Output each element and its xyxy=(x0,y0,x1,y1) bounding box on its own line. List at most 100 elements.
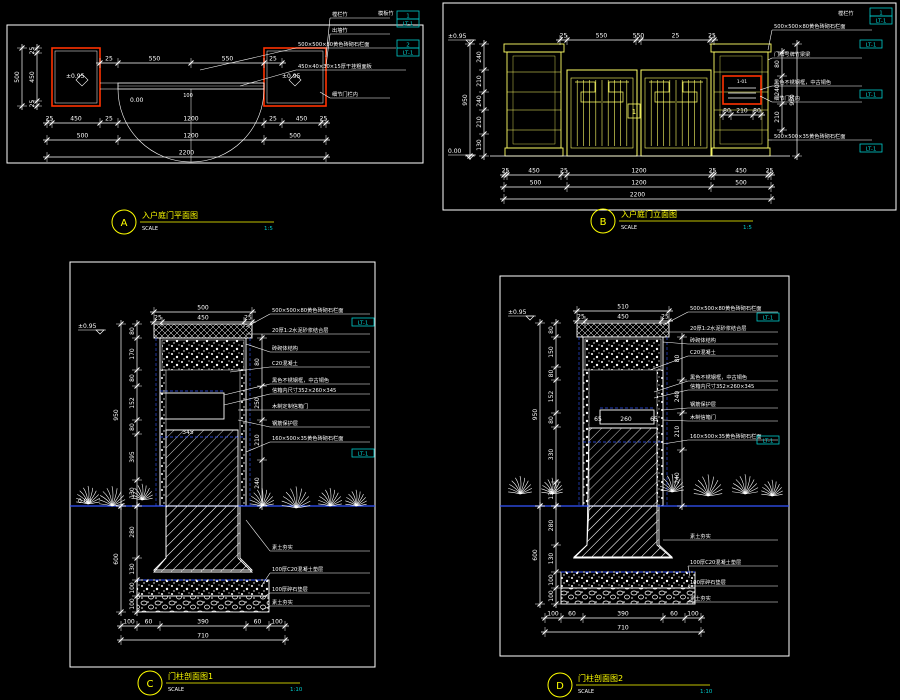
dim-label: 450 xyxy=(197,315,209,322)
scale-label: SCALE xyxy=(578,689,594,695)
shrub-leaf xyxy=(547,479,553,495)
dim-label: 550 xyxy=(596,33,608,40)
dim-label: 100 xyxy=(271,619,283,626)
note-text: 砖砌体结构 xyxy=(272,344,298,352)
scale-label: SCALE xyxy=(621,225,637,231)
dim-label: 25 xyxy=(560,168,568,175)
shrub-leaf xyxy=(707,474,710,497)
shrub xyxy=(660,473,685,493)
dim-label: 80 xyxy=(129,423,136,431)
shrub-leaf xyxy=(519,475,522,495)
shrub-leaf xyxy=(261,489,267,507)
level-label: ±0.95 xyxy=(78,323,97,330)
dim-label: 25 xyxy=(577,314,585,321)
note-text: 钢筋保护层 xyxy=(690,400,716,408)
detail-ref-label: LT-1 xyxy=(763,316,774,322)
leader-line xyxy=(662,439,689,445)
scale-label: SCALE xyxy=(142,226,158,232)
leader-line xyxy=(767,29,773,51)
leader-line xyxy=(687,585,691,589)
shrub xyxy=(131,483,153,501)
shrub xyxy=(318,487,343,507)
shrub-leaf xyxy=(707,480,719,497)
leader-line xyxy=(687,599,691,603)
dim-label: 130 xyxy=(476,139,483,151)
leader-line xyxy=(223,383,271,396)
shrub-leaf xyxy=(767,481,773,497)
detail-ref-label: 1 xyxy=(879,11,883,17)
shrub-leaf xyxy=(733,483,746,495)
dim-label: 240 xyxy=(476,95,483,107)
pier-cap-section xyxy=(153,323,253,339)
leader-line xyxy=(662,419,689,422)
dim-label: 130 xyxy=(548,488,555,500)
shrub-leaf xyxy=(319,496,331,507)
note-text: 100厚碎石垫层 xyxy=(272,585,308,593)
dim-label: 25 xyxy=(105,116,113,123)
detail-ref-box xyxy=(869,15,893,25)
dim-label: 600 xyxy=(532,549,539,561)
leader-line xyxy=(245,313,271,328)
shrub-leaf xyxy=(329,489,335,507)
scale-value: 1:5 xyxy=(264,226,273,232)
shrub-leaf xyxy=(77,494,89,505)
dim-label: 950 xyxy=(113,409,120,421)
shrub-leaf xyxy=(771,487,782,497)
shrub-leaf xyxy=(519,480,529,495)
shrub-leaf xyxy=(508,487,521,495)
footing-neck xyxy=(572,505,674,559)
leader-line xyxy=(237,419,271,428)
shrub-leaf xyxy=(735,479,746,495)
shrub-leaf xyxy=(111,503,126,507)
shrub-leaf xyxy=(329,503,342,507)
drawing-title: 入户庭门平面图 xyxy=(142,210,198,220)
drawing-badge xyxy=(590,208,616,234)
mailbox-plaque xyxy=(722,75,762,105)
leader-line xyxy=(245,441,271,453)
note-text: 黑色不锈钢框，中古铜色 xyxy=(690,373,747,381)
note-text: 素土夯实 xyxy=(690,594,711,602)
shrub-leaf xyxy=(141,488,150,501)
shrub-leaf xyxy=(707,488,723,497)
plaque-text: 1-01 xyxy=(737,79,747,85)
shrub-leaf xyxy=(295,492,307,509)
dim-label: 25 xyxy=(502,168,510,175)
dim-label: 395 xyxy=(129,451,136,463)
leader-line xyxy=(319,91,331,99)
dim-label: 80 xyxy=(129,327,136,335)
shrub-leaf xyxy=(111,486,114,507)
note-text: C20混凝土 xyxy=(272,359,298,367)
shrub-leaf xyxy=(100,495,113,507)
note-text: 500×500×80黄色砖砌石栏面 xyxy=(272,306,343,314)
dim-label: 65 xyxy=(650,416,658,423)
leader-line xyxy=(325,33,331,67)
shrub-leaf xyxy=(355,489,358,507)
shrub-leaf xyxy=(141,491,152,501)
level-label: ±0.95 xyxy=(66,73,85,80)
shrub-leaf xyxy=(702,476,709,497)
dim-label: 25 xyxy=(154,315,162,322)
dim-label: 550 xyxy=(149,56,161,63)
dim-label: 550 xyxy=(222,56,234,63)
pier-panel xyxy=(512,55,556,145)
shrub-leaf xyxy=(329,496,341,507)
leader-line xyxy=(759,95,773,103)
shrub xyxy=(508,475,533,495)
detail-ref-label: LT-1 xyxy=(403,22,414,28)
level-label: ±0.95 xyxy=(508,309,527,316)
leader-line xyxy=(759,85,773,91)
shrub-leaf xyxy=(285,491,297,509)
gate-swing-arc xyxy=(117,88,192,163)
dim-label: 210 xyxy=(476,116,483,128)
detail-ref-box xyxy=(351,448,375,458)
shrub-leaf xyxy=(771,481,777,497)
leader-line xyxy=(662,311,689,326)
shrub xyxy=(76,485,101,505)
shrub-leaf xyxy=(351,491,357,507)
pier-left-elevation xyxy=(503,43,565,157)
shrub-leaf xyxy=(282,496,297,509)
dim-label: 240 xyxy=(774,84,781,96)
shrub-leaf xyxy=(661,482,673,493)
dim-label: 130 xyxy=(129,563,136,575)
